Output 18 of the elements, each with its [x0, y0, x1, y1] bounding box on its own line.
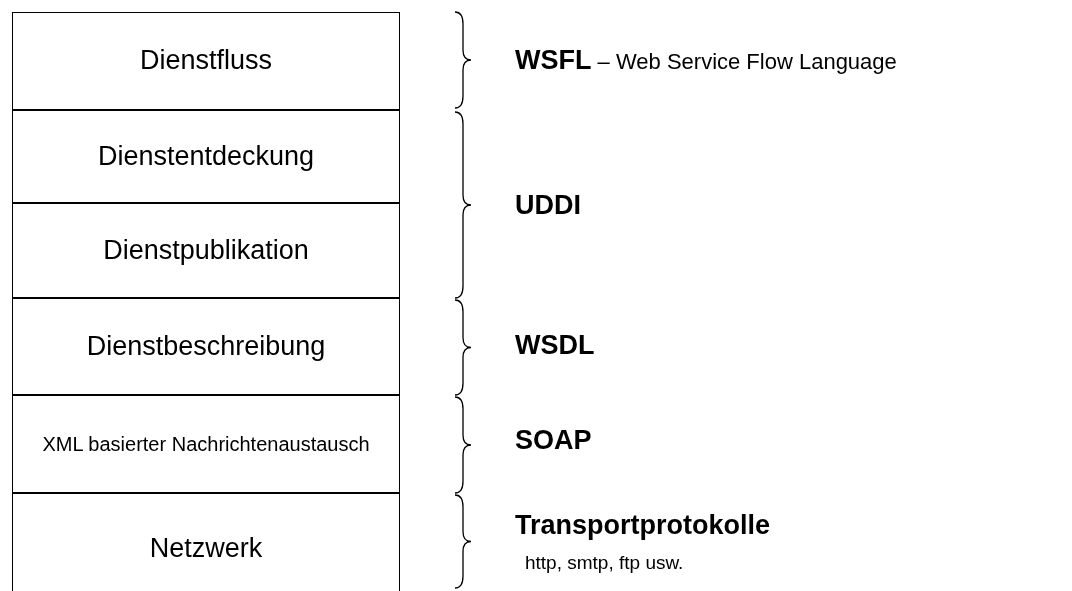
standard-label: Transportprotokolle — [515, 510, 771, 541]
layer-box — [12, 493, 400, 591]
layer-box — [12, 298, 400, 395]
layer-name: Netzwerk — [149, 531, 263, 565]
layer-box — [12, 395, 400, 493]
layer-name: Dienstpublikation — [103, 233, 309, 267]
layer-name: Dienstbeschreibung — [86, 329, 326, 363]
standard-label: UDDI — [515, 190, 581, 221]
layer-name: XML basierter Nachrichtenaustausch — [42, 432, 370, 457]
layer-name: Dienstentdeckung — [97, 139, 315, 173]
standard-label: WSFL – Web Service Flow Language — [515, 45, 897, 76]
standard-label: SOAP — [515, 425, 592, 456]
standard-label: http, smtp, ftp usw. — [525, 552, 684, 574]
standard-label: WSDL — [515, 330, 595, 361]
layer-box — [12, 110, 400, 203]
layer-box — [12, 12, 400, 110]
layer-box — [12, 203, 400, 298]
layer-name: Dienstfluss — [139, 44, 272, 78]
